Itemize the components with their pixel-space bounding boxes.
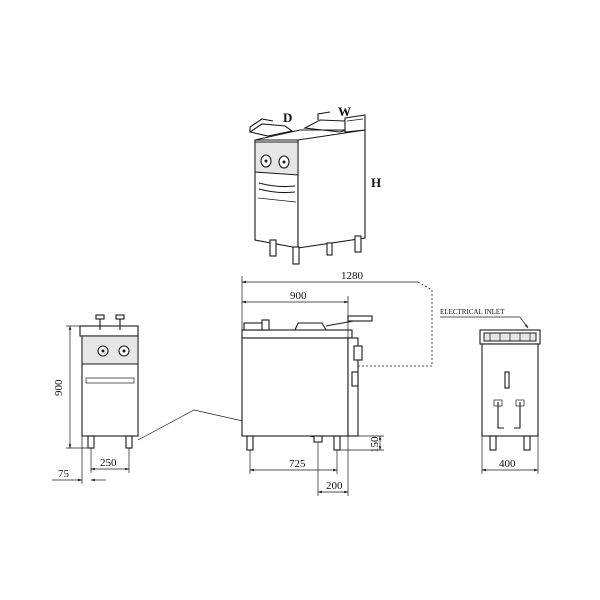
iso-leg [269,239,277,257]
iso-leg [354,235,362,253]
dim-back-width: 400 [499,458,516,470]
dim-body-depth: 900 [290,290,307,302]
rear-body [481,343,539,437]
iso-leg [292,246,300,265]
iso-leg [326,242,333,256]
rear-basket-handle-left [497,402,504,429]
rear-inlet [504,371,510,389]
side-basket [294,322,327,331]
callout-electrical-inlet: ELECTRICAL INLET [440,308,505,316]
dim-overall-depth: 1280 [341,270,364,282]
iso-door-handle [258,182,296,188]
rear-basket-handle-right [514,402,521,429]
label-width: W [338,104,351,119]
front-view: 900 250 75 [52,314,319,484]
side-view: 1280 900 725 200 150 [241,270,433,496]
dim-inlet-offset: 200 [326,480,343,492]
label-depth: D [283,110,292,125]
front-control-panel [81,335,139,365]
dim-leg-inset: 250 [100,457,117,469]
side-body [241,337,349,437]
rear-view: ELECTRICAL INLET 400 [440,308,541,474]
dim-side-offset: 75 [58,468,70,480]
dim-leg-span: 725 [289,458,306,470]
dim-inlet-height: 150 [369,436,381,453]
label-height: H [371,175,381,190]
iso-side-face [297,129,366,249]
isometric-view: D W H [248,104,381,265]
dim-front-height: 900 [53,379,65,396]
iso-basket-left [248,123,294,137]
